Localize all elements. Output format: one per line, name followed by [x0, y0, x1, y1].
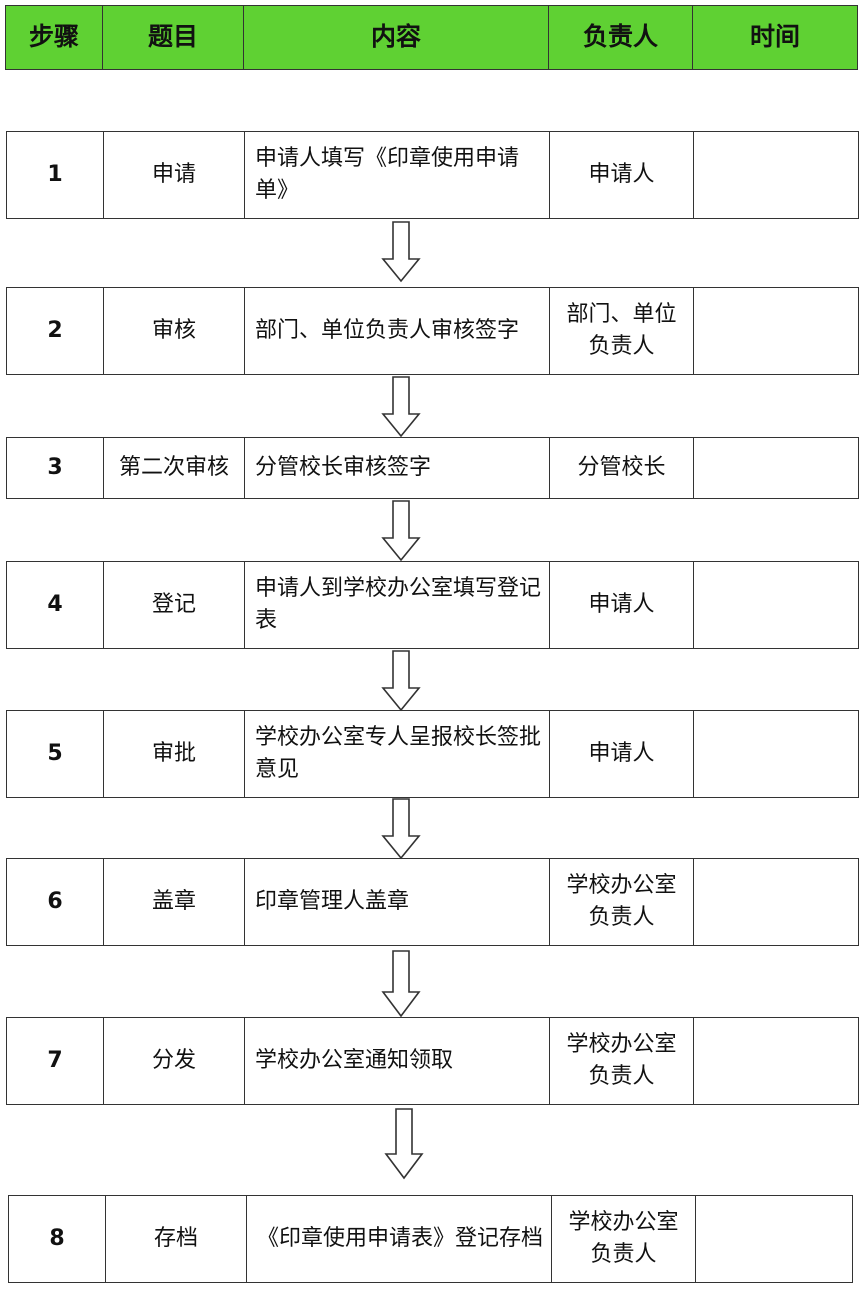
step-time	[694, 1018, 858, 1104]
step-title: 申请	[104, 132, 245, 218]
step-number: 2	[7, 288, 104, 374]
step-owner: 申请人	[550, 711, 694, 797]
header-content: 内容	[244, 6, 549, 69]
step-time	[694, 438, 858, 498]
step-title: 登记	[104, 562, 245, 648]
down-arrow-icon	[381, 500, 421, 562]
step-row-6: 6 盖章 印章管理人盖章 学校办公室负责人	[6, 858, 859, 946]
step-owner: 学校办公室负责人	[550, 859, 694, 945]
step-content: 学校办公室专人呈报校长签批意见	[245, 711, 550, 797]
step-time	[694, 859, 858, 945]
down-arrow-icon	[381, 798, 421, 860]
step-number: 7	[7, 1018, 104, 1104]
step-content: 分管校长审核签字	[245, 438, 550, 498]
header-time: 时间	[749, 22, 800, 52]
step-row-4: 4 登记 申请人到学校办公室填写登记表 申请人	[6, 561, 859, 649]
step-title: 审核	[104, 288, 245, 374]
step-time	[694, 132, 858, 218]
step-owner: 申请人	[550, 562, 694, 648]
step-row-3: 3 第二次审核 分管校长审核签字 分管校长	[6, 437, 859, 499]
step-owner: 学校办公室负责人	[550, 1018, 694, 1104]
step-time	[694, 711, 858, 797]
step-number: 4	[7, 562, 104, 648]
step-title: 第二次审核	[104, 438, 245, 498]
step-title: 存档	[106, 1196, 247, 1282]
down-arrow-icon	[381, 650, 421, 712]
down-arrow-icon	[381, 950, 421, 1018]
step-content: 申请人填写《印章使用申请单》	[245, 132, 550, 218]
step-owner: 分管校长	[550, 438, 694, 498]
step-number: 8	[9, 1196, 106, 1282]
step-row-1: 1 申请 申请人填写《印章使用申请单》 申请人	[6, 131, 859, 219]
step-owner: 学校办公室负责人	[552, 1196, 696, 1282]
down-arrow-icon	[384, 1108, 424, 1180]
step-number: 6	[7, 859, 104, 945]
header-step: 步骤	[6, 6, 103, 69]
table-header: 步骤 题目 内容 负责人 时间	[5, 5, 858, 70]
down-arrow-icon	[381, 221, 421, 283]
step-number: 3	[7, 438, 104, 498]
step-owner: 部门、单位负责人	[550, 288, 694, 374]
step-owner: 申请人	[550, 132, 694, 218]
step-row-2: 2 审核 部门、单位负责人审核签字 部门、单位负责人	[6, 287, 859, 375]
step-row-5: 5 审批 学校办公室专人呈报校长签批意见 申请人	[6, 710, 859, 798]
step-title: 盖章	[104, 859, 245, 945]
step-number: 1	[7, 132, 104, 218]
step-row-7: 7 分发 学校办公室通知领取 学校办公室负责人	[6, 1017, 859, 1105]
header-title: 题目	[103, 6, 244, 69]
down-arrow-icon	[381, 376, 421, 438]
step-content: 部门、单位负责人审核签字	[245, 288, 550, 374]
step-content: 《印章使用申请表》登记存档	[247, 1196, 552, 1282]
step-content: 申请人到学校办公室填写登记表	[245, 562, 550, 648]
step-time	[696, 1196, 852, 1282]
step-title: 分发	[104, 1018, 245, 1104]
step-time	[694, 288, 858, 374]
step-content: 学校办公室通知领取	[245, 1018, 550, 1104]
step-content: 印章管理人盖章	[245, 859, 550, 945]
step-time	[694, 562, 858, 648]
step-number: 5	[7, 711, 104, 797]
step-title: 审批	[104, 711, 245, 797]
header-owner: 负责人	[549, 6, 693, 69]
step-row-8: 8 存档 《印章使用申请表》登记存档 学校办公室负责人	[8, 1195, 853, 1283]
